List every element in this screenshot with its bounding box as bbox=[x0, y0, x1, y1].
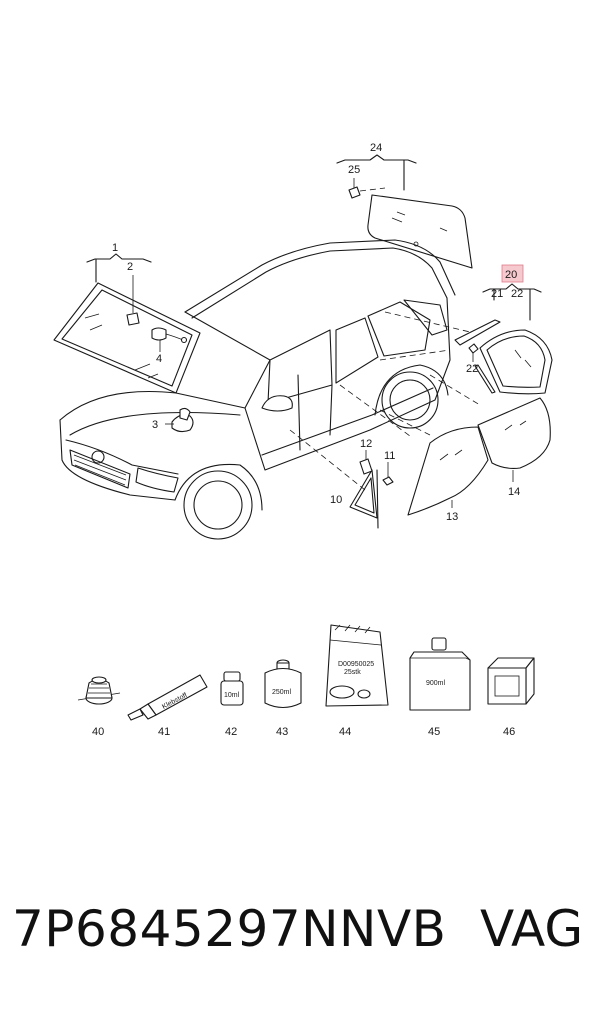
item-44-bag: D00950025 25stk bbox=[325, 624, 389, 707]
label-14: 14 bbox=[508, 486, 520, 498]
brand: VAG bbox=[480, 900, 584, 958]
label-42: 42 bbox=[225, 726, 237, 738]
footer: 7P6845297NNVB VAG bbox=[0, 900, 600, 980]
label-40: 40 bbox=[92, 726, 104, 738]
mirror-mount-2 bbox=[126, 275, 140, 326]
item-41-adhesive-tube: Klebstoff bbox=[127, 674, 208, 721]
label-22b: 22 bbox=[466, 363, 478, 375]
sensor-4 bbox=[151, 327, 188, 352]
quarter-window-glass bbox=[479, 329, 553, 395]
item-46-box bbox=[487, 657, 535, 705]
item-45-canister: 900ml bbox=[409, 637, 471, 711]
rain-sensor-3 bbox=[165, 407, 194, 433]
label-11: 11 bbox=[384, 450, 395, 462]
clip-22 bbox=[468, 343, 479, 362]
bolt-12 bbox=[359, 450, 373, 475]
bracket-24 bbox=[336, 154, 417, 191]
part-number: 7P6845297NNVB bbox=[12, 900, 447, 958]
label-41: 41 bbox=[158, 726, 170, 738]
car-body bbox=[59, 239, 456, 540]
leader-lines bbox=[289, 311, 481, 491]
door-glass-13 bbox=[407, 426, 489, 516]
quarter-triangle-10 bbox=[349, 469, 379, 529]
label-3: 3 bbox=[152, 419, 158, 431]
item-43-can: 250ml bbox=[264, 659, 302, 709]
label-45: 45 bbox=[428, 726, 440, 738]
canister-text: 900ml bbox=[426, 680, 446, 687]
label-44: 44 bbox=[339, 726, 351, 738]
label-2: 2 bbox=[127, 261, 133, 273]
item-40-tape-roll bbox=[77, 676, 121, 705]
clip-25 bbox=[348, 178, 386, 199]
label-46: 46 bbox=[503, 726, 515, 738]
bottle-text: 10ml bbox=[224, 692, 240, 699]
label-13: 13 bbox=[446, 511, 458, 523]
bracket-1 bbox=[86, 253, 152, 283]
label-1: 1 bbox=[112, 242, 118, 254]
label-21: 21 bbox=[491, 288, 503, 300]
label-10: 10 bbox=[330, 494, 342, 506]
highlight-20 bbox=[501, 264, 524, 283]
door-glass-14 bbox=[477, 397, 551, 469]
trim-strip-21 bbox=[454, 319, 501, 394]
label-22a: 22 bbox=[511, 288, 523, 300]
label-24: 24 bbox=[370, 142, 382, 154]
bag-text-2: 25stk bbox=[344, 669, 361, 676]
label-43: 43 bbox=[276, 726, 288, 738]
label-12: 12 bbox=[360, 438, 372, 450]
nut-11 bbox=[382, 462, 394, 486]
rear-window-glass bbox=[367, 194, 473, 269]
bag-text-1: D00950025 bbox=[338, 661, 374, 668]
item-42-small-bottle: 10ml bbox=[220, 671, 244, 706]
label-25: 25 bbox=[348, 164, 360, 176]
can-text: 250ml bbox=[272, 689, 292, 696]
label-20: 20 bbox=[505, 269, 517, 281]
bracket-20 bbox=[482, 283, 542, 321]
label-4: 4 bbox=[156, 353, 162, 365]
